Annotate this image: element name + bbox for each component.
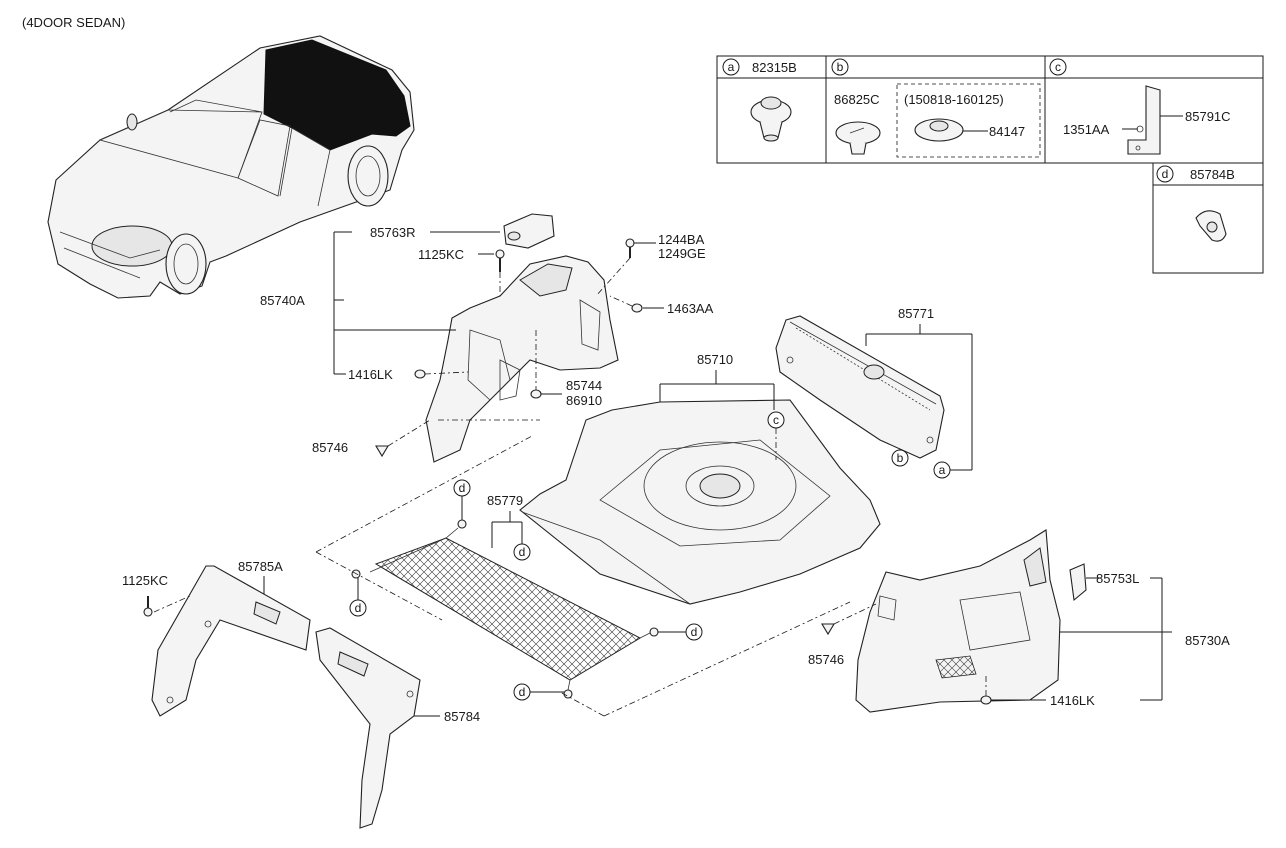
bolt-1125KC-top <box>495 249 505 272</box>
legend-bracket-c: 85791C <box>1185 109 1231 124</box>
svg-text:a: a <box>939 463 946 477</box>
callout-85763R: 85763R <box>370 225 416 240</box>
callout-1249GE: 1249GE <box>658 246 706 261</box>
callout-85746-left: 85746 <box>312 440 348 455</box>
callout-85730A: 85730A <box>1185 633 1230 648</box>
legend-date-range: (150818-160125) <box>904 92 1004 107</box>
callout-85710: 85710 <box>697 352 733 367</box>
sedan-car-illustration <box>47 35 415 299</box>
callout-1244BA: 1244BA <box>658 232 705 247</box>
callout-85744: 85744 <box>566 378 602 393</box>
legend-header-a: a 82315B <box>722 58 797 76</box>
clip-1463AA <box>631 303 643 313</box>
clip-85746-right <box>821 623 835 636</box>
left-trunk-side-trim <box>425 255 619 463</box>
clip-85744 <box>530 389 542 399</box>
legend-header-d: d 85784B <box>1156 165 1235 183</box>
ref-a-cover <box>933 461 951 479</box>
right-trunk-side-trim-85730A <box>855 529 1061 713</box>
bracket-icon <box>1127 85 1161 155</box>
rear-transverse-cover-85771 <box>775 315 945 459</box>
legend-part-d: 85784B <box>1190 167 1235 182</box>
callout-86910: 86910 <box>566 393 602 408</box>
svg-text:a: a <box>728 60 735 74</box>
svg-text:c: c <box>1055 60 1061 74</box>
callout-1463AA: 1463AA <box>667 301 714 316</box>
callout-85784: 85784 <box>444 709 480 724</box>
callout-85779: 85779 <box>487 493 523 508</box>
svg-text:d: d <box>1162 167 1169 181</box>
callout-1416LK-right: 1416LK <box>1050 693 1095 708</box>
svg-text:d: d <box>519 685 526 699</box>
svg-text:d: d <box>355 601 362 615</box>
svg-text:b: b <box>837 60 844 74</box>
luggage-net-85779 <box>351 519 659 699</box>
legend-table: a 82315B b c d 85784B 86825C <box>716 55 1264 274</box>
trunk-side-cover-85763R <box>503 213 555 249</box>
cap-clip-icon <box>835 121 881 155</box>
svg-text:c: c <box>773 413 779 427</box>
hook-icon <box>1195 210 1227 242</box>
ref-b-cover <box>891 449 909 467</box>
callout-85785A: 85785A <box>238 559 283 574</box>
callout-85740A: 85740A <box>260 293 305 308</box>
trim-85785A <box>151 565 311 717</box>
legend-header-c: c <box>1049 58 1067 76</box>
plug-icon <box>914 118 964 142</box>
callout-85771: 85771 <box>898 306 934 321</box>
clip-1244BA <box>625 238 635 258</box>
trim-85784 <box>315 627 421 829</box>
trunk-floor-mat-85710 <box>519 399 881 605</box>
legend-part-a: 82315B <box>752 60 797 75</box>
clip-1416LK-right <box>980 695 992 705</box>
variant-title: (4DOOR SEDAN) <box>22 15 125 30</box>
callout-1125KC-left: 1125KC <box>122 573 168 588</box>
legend-clip-c: 1351AA <box>1063 122 1110 137</box>
callout-1416LK-left: 1416LK <box>348 367 393 382</box>
legend-header-b: b <box>831 58 849 76</box>
legend-part-b: 86825C <box>834 92 880 107</box>
callout-1125KC-top: 1125KC <box>418 247 464 262</box>
svg-text:d: d <box>459 481 466 495</box>
cover-85753L <box>1069 563 1087 602</box>
clip-1416LK-left <box>414 369 426 379</box>
ref-d2 <box>513 543 531 561</box>
legend-alt-part-b: 84147 <box>989 124 1025 139</box>
svg-text:d: d <box>519 545 526 559</box>
svg-text:d: d <box>691 625 698 639</box>
clip-85746-left <box>375 445 389 458</box>
svg-text:b: b <box>897 451 904 465</box>
callout-85753L: 85753L <box>1096 571 1139 586</box>
bolt-1125KC-left <box>143 596 153 617</box>
push-clip-icon <box>750 96 792 142</box>
callout-85746-right: 85746 <box>808 652 844 667</box>
